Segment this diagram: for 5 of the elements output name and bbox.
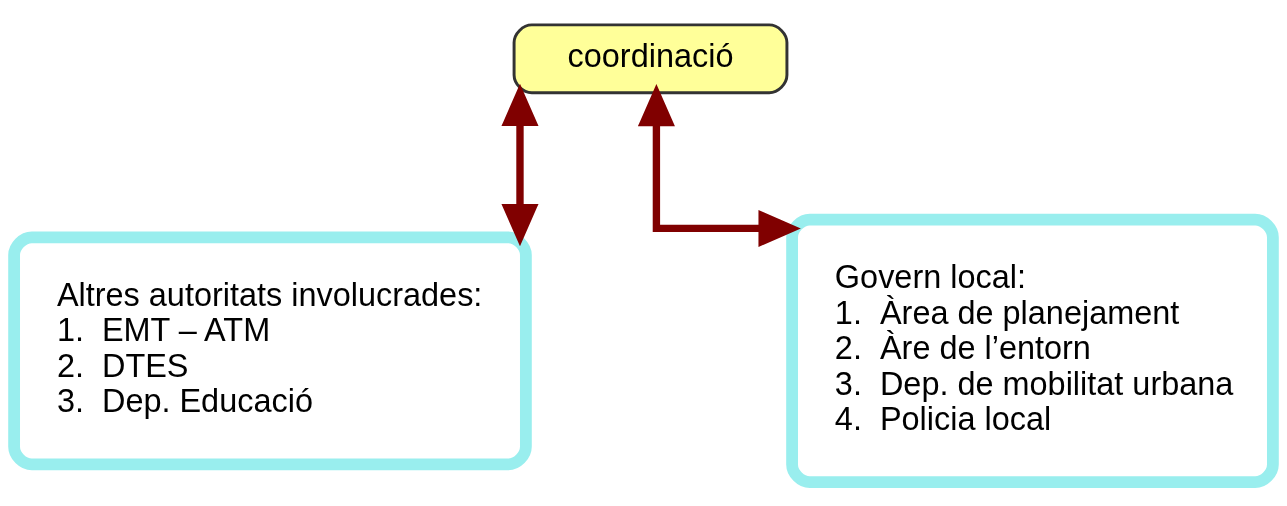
node-box: Altres autoritats involucrades: 1. EMT – ATM 2. DTES 3. Dep. Educació	[8, 230, 532, 470]
arrow	[637, 83, 801, 247]
node-box: Govern local: 1. Àrea de planejament 2. Àre de l’entorn 3. Dep. de mobilitat urbana 4. Policia local	[786, 213, 1279, 488]
node-box: coordinació	[512, 22, 789, 94]
arrow	[501, 83, 539, 246]
